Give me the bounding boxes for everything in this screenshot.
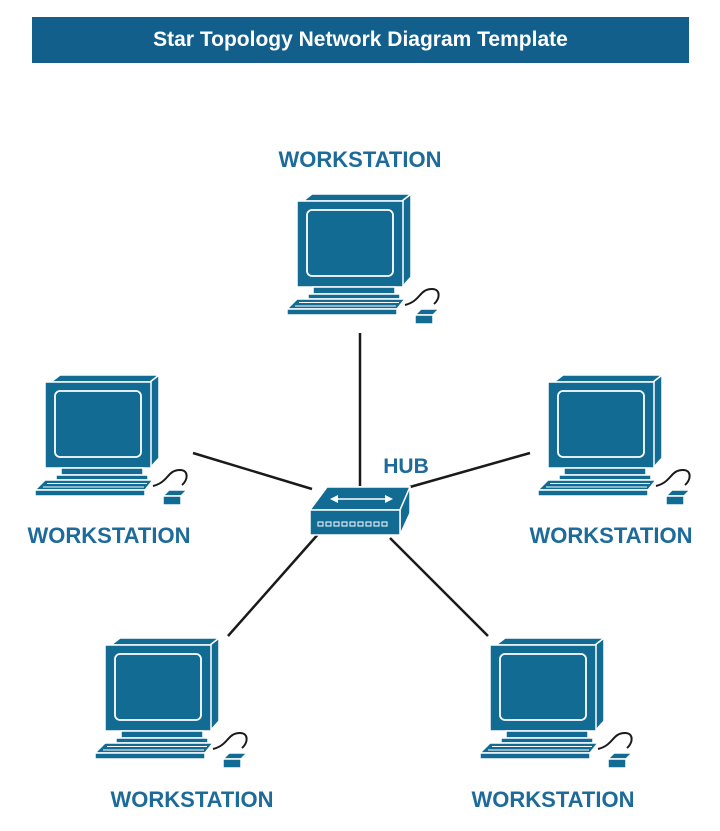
- connector-bottom-left: [227, 531, 321, 637]
- workstation-label: WORKSTATION: [530, 523, 693, 548]
- workstation-top: WORKSTATION: [279, 147, 442, 325]
- workstation-label: WORKSTATION: [279, 147, 442, 172]
- diagram-title: Star Topology Network Diagram Template: [153, 28, 568, 51]
- workstation-label: WORKSTATION: [111, 787, 274, 812]
- workstation-left: WORKSTATION: [28, 374, 191, 548]
- workstation-bottom-left: WORKSTATION: [94, 637, 274, 812]
- desktop-computer-icon: [537, 374, 691, 506]
- connector-left: [192, 451, 313, 491]
- workstation-label: WORKSTATION: [472, 787, 635, 812]
- connector-bottom-right: [389, 537, 489, 637]
- desktop-computer-icon: [94, 637, 248, 769]
- network-hub-icon: [308, 486, 412, 536]
- connector-right: [409, 451, 531, 489]
- hub: HUB: [308, 455, 429, 536]
- desktop-computer-icon: [286, 193, 440, 325]
- workstation-label: WORKSTATION: [28, 523, 191, 548]
- title-bar: Star Topology Network Diagram Template: [32, 17, 689, 63]
- workstation-right: WORKSTATION: [530, 374, 693, 548]
- workstation-bottom-right: WORKSTATION: [472, 637, 635, 812]
- desktop-computer-icon: [479, 637, 633, 769]
- desktop-computer-icon: [34, 374, 188, 506]
- hub-label: HUB: [383, 455, 429, 478]
